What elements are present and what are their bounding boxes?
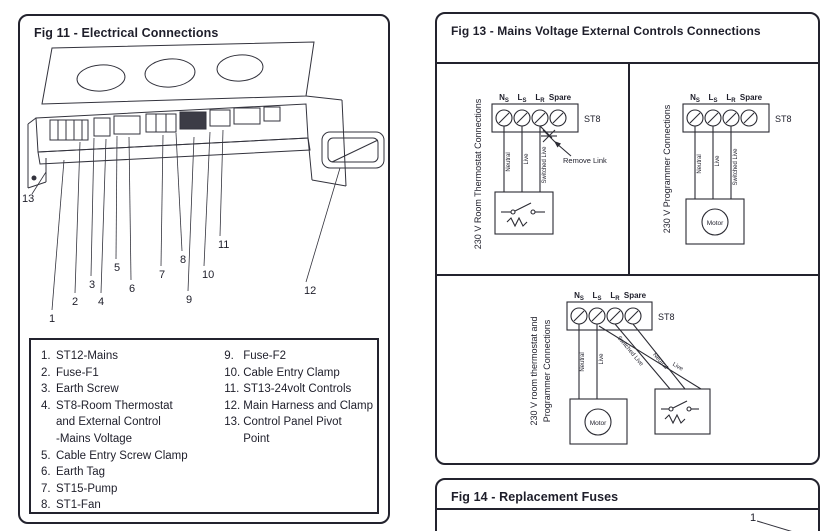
st8-terminal-block: NS LS LR Spare ST8 — [491, 93, 601, 133]
st8-label: ST8 — [775, 114, 792, 124]
st8-label: ST8 — [584, 114, 601, 124]
legend-item: 5.Cable Entry Screw Clamp — [41, 449, 188, 462]
fig11-callout-4: 4 — [98, 296, 104, 308]
st8-terminal-block: NS LS LR Spare ST8 — [682, 93, 792, 133]
legend-item: 10.Cable Entry Clamp — [224, 366, 340, 379]
legend-column-left: 1.ST12-Mains 2.Fuse-F1 3.Earth Screw 4.S… — [41, 348, 224, 512]
legend-item: 11.ST13-24volt Controls — [224, 383, 352, 396]
wire-label-neutral: Neutral — [697, 154, 703, 173]
room-thermostat-wiring-svg: 230 V Room Thermostat Connections NS LS … — [473, 93, 607, 249]
fig11-callout-5: 5 — [114, 262, 120, 274]
wire-label-live: Live — [524, 153, 530, 165]
fig11-panel: Fig 11 - Electrical Connections — [18, 14, 390, 524]
wires — [694, 126, 732, 199]
wire-label-live: Live — [599, 353, 605, 365]
fig14-leader-line — [756, 520, 792, 531]
remove-link-marker: Remove Link — [541, 129, 607, 165]
fig11-callout-10: 10 — [202, 269, 214, 281]
fig11-title: Fig 11 - Electrical Connections — [34, 26, 219, 40]
terminal-strip — [35, 103, 311, 165]
svg-text:LR: LR — [726, 93, 736, 104]
motor-label: Motor — [707, 220, 724, 227]
svg-text:NS: NS — [690, 93, 700, 104]
fig11-callout-9: 9 — [186, 294, 192, 306]
control-panel-top — [41, 41, 315, 105]
fig11-exploded-drawing: 1 2 3 4 5 6 7 8 9 10 11 12 13 — [22, 41, 385, 325]
legend-item: 6.Earth Tag — [41, 466, 106, 479]
wire-label-neutral-2: Neutral — [651, 352, 668, 371]
remove-link-label: Remove Link — [563, 156, 607, 165]
wire-label-live: Live — [715, 155, 721, 167]
fig14-title: Fig 14 - Replacement Fuses — [451, 490, 619, 504]
svg-text:Spare: Spare — [740, 93, 763, 102]
svg-text:Spare: Spare — [624, 291, 647, 300]
legend-item-continuation: Point — [243, 432, 270, 445]
motor-label: Motor — [590, 420, 607, 427]
fig11-callout-11: 11 — [218, 239, 229, 251]
fig13-room-thermostat-diagram: 230 V Room Thermostat Connections NS LS … — [437, 64, 630, 274]
fig11-callout-12: 12 — [304, 285, 316, 297]
svg-text:LS: LS — [709, 93, 718, 104]
harness-clamp — [305, 95, 385, 187]
fig11-callout-13: 13 — [22, 193, 34, 205]
legend-item: 3.Earth Screw — [41, 383, 119, 396]
wire-label-neutral: Neutral — [506, 152, 512, 171]
pivot-bracket — [27, 117, 47, 189]
legend-item: 8.ST1-Fan — [41, 499, 101, 512]
room-thermostat-side-label: 230 V Room Thermostat Connections — [473, 98, 483, 249]
legend-item: 9.Fuse-F2 — [224, 350, 287, 362]
programmer-wiring-svg: 230 V Programmer Connections NS LS LR Sp… — [662, 93, 792, 245]
wire-label-neutral: Neutral — [580, 352, 586, 371]
wire-label-live-2: Live — [671, 362, 684, 373]
combined-side-label-line1: 230 V room thermostat and — [529, 316, 539, 425]
fig11-callout-3: 3 — [89, 279, 95, 291]
wire-label-switched-live: Switched Live — [733, 148, 739, 186]
legend-item: 4.ST8-Room Thermostat — [41, 399, 173, 412]
st8-label: ST8 — [658, 312, 675, 322]
fig13-title: Fig 13 - Mains Voltage External Controls… — [451, 24, 761, 38]
legend-item: 2.Fuse-F1 — [41, 366, 99, 379]
legend-item-continuation: -Mains Voltage — [56, 432, 133, 445]
wires — [578, 323, 702, 399]
fig11-callout-2: 2 — [72, 296, 78, 308]
fig11-callout-8: 8 — [180, 254, 186, 266]
fig11-callout-7: 7 — [159, 269, 165, 281]
fig14-panel: Fig 14 - Replacement Fuses 1 — [435, 478, 820, 531]
legend-item: 12.Main Harness and Clamp — [224, 399, 373, 412]
svg-text:Spare: Spare — [549, 93, 572, 102]
fig11-callout-1: 1 — [49, 313, 55, 325]
combined-side-label-line2: Programmer Connections — [542, 319, 552, 422]
fig13-combined-diagram: 230 V room thermostat and Programmer Con… — [437, 274, 818, 463]
room-thermostat-box — [494, 191, 554, 235]
fig13-body: 230 V Room Thermostat Connections NS LS … — [437, 62, 818, 463]
callout-leader-lines — [31, 129, 341, 311]
fig11-callout-6: 6 — [129, 283, 135, 295]
programmer-side-label: 230 V Programmer Connections — [662, 104, 672, 233]
fig13-programmer-diagram: 230 V Programmer Connections NS LS LR Sp… — [630, 64, 818, 274]
legend-column-right: 9.Fuse-F2 10.Cable Entry Clamp 11.ST13-2… — [224, 348, 373, 512]
svg-text:LS: LS — [518, 93, 527, 104]
svg-text:LS: LS — [593, 291, 602, 302]
legend-item: 13.Control Panel Pivot — [224, 416, 342, 429]
room-thermostat-box — [654, 388, 711, 435]
st8-terminal-block: NS LS LR Spare ST8 — [566, 291, 675, 331]
combined-wiring-svg: 230 V room thermostat and Programmer Con… — [529, 291, 711, 445]
wire-label-switched-live: Switched Live — [542, 146, 548, 184]
svg-text:NS: NS — [574, 291, 584, 302]
legend-item: 7.ST15-Pump — [41, 482, 118, 495]
legend-item-continuation: and External Control — [56, 416, 161, 429]
fig14-callout-1: 1 — [750, 512, 757, 524]
fig14-body: 1 — [437, 508, 818, 531]
legend-item: 1.ST12-Mains — [41, 350, 118, 362]
programmer-motor-box: Motor — [569, 398, 628, 445]
callout-numbers: 1 2 3 4 5 6 7 8 9 10 11 12 13 — [22, 193, 316, 325]
svg-text:LR: LR — [610, 291, 620, 302]
fig11-legend: 1.ST12-Mains 2.Fuse-F1 3.Earth Screw 4.S… — [29, 338, 379, 514]
programmer-motor-box: Motor — [685, 198, 745, 245]
svg-text:LR: LR — [535, 93, 545, 104]
svg-text:NS: NS — [499, 93, 509, 104]
fig13-panel: Fig 13 - Mains Voltage External Controls… — [435, 12, 820, 465]
